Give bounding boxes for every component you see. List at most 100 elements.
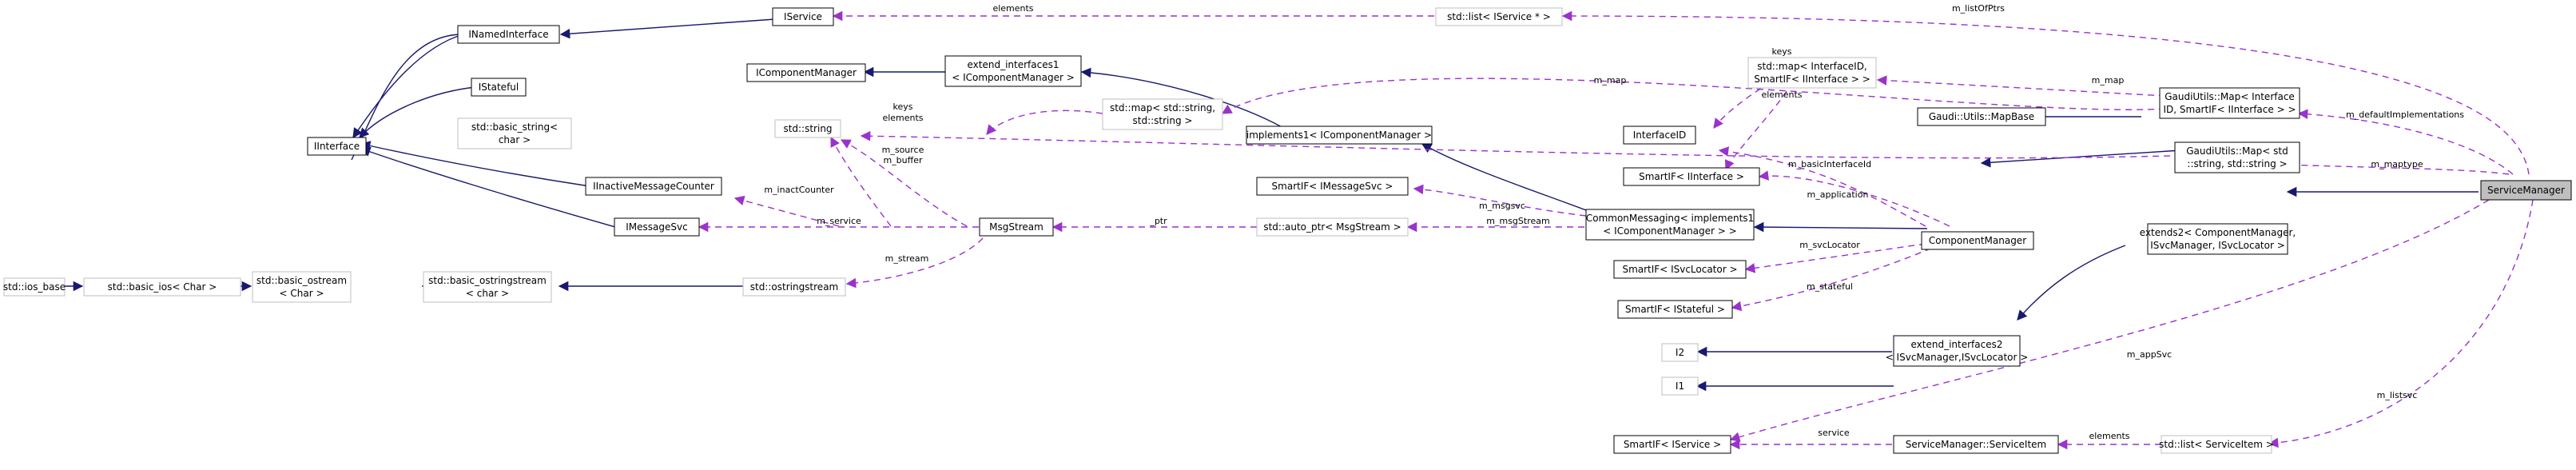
edge-usage [1758, 170, 1950, 227]
node-istateful[interactable]: IStateful [471, 78, 527, 97]
node-basic-ostringstream[interactable]: std::basic_ostringstream < char > [423, 271, 552, 303]
node-interface-id[interactable]: InterfaceID [1623, 125, 1696, 145]
node-iinterface[interactable]: IInterface [307, 137, 367, 156]
svg-text:SmartIF< IInterface >: SmartIF< IInterface > [1639, 171, 1744, 182]
svg-text:std::list< ServiceItem >: std::list< ServiceItem > [2159, 439, 2274, 450]
edge-label: m_listOfPtrs [1952, 3, 2005, 14]
edge-label: keys [893, 102, 913, 112]
node-extend-interfaces2[interactable]: extend_interfaces2 < ISvcManager,ISvcLoc… [1886, 335, 2029, 367]
edge-label: service [1818, 428, 1850, 438]
edge-usage [860, 130, 2238, 159]
svg-text:< char >: < char > [466, 288, 509, 299]
edge-usage [1413, 184, 1587, 217]
edge-label: keys [1772, 46, 1792, 57]
edge-usage [1729, 199, 2490, 442]
svg-text:I1: I1 [1676, 380, 1684, 392]
node-smartif-imessagesvc[interactable]: SmartIF< IMessageSvc > [1256, 177, 1409, 196]
svg-text:std::string >: std::string > [1133, 115, 1193, 126]
svg-text:std::ostringstream: std::ostringstream [750, 281, 839, 293]
node-component-manager[interactable]: ComponentManager [1921, 231, 2034, 250]
node-iinactive-message-counter[interactable]: IInactiveMessageCounter [585, 177, 722, 196]
node-imessage-svc[interactable]: IMessageSvc [614, 217, 700, 237]
node-basic-ios[interactable]: std::basic_ios< Char > [83, 277, 241, 297]
node-gaudiutils-map-string[interactable]: GaudiUtils::Map< std ::string, std::stri… [2174, 141, 2300, 173]
node-iservice[interactable]: IService [772, 7, 834, 26]
svg-text:SmartIF< IStateful >: SmartIF< IStateful > [1625, 304, 1725, 315]
svg-text:std::list< IService * >: std::list< IService * > [1447, 11, 1551, 22]
nodes: ServiceManager std::ios_base std::basic_… [3, 7, 2572, 454]
node-icomponent-manager[interactable]: IComponentManager [746, 63, 866, 82]
svg-text:std::ios_base: std::ios_base [3, 281, 66, 293]
edge-label: m_basicInterfaceId [1788, 159, 1871, 169]
edge-label: m_msgsvc [1479, 201, 1525, 211]
node-list-service-item[interactable]: std::list< ServiceItem > [2159, 435, 2274, 454]
node-basic-string[interactable]: std::basic_string< char > [457, 118, 572, 149]
node-map-base[interactable]: Gaudi::Utils::MapBase [1917, 107, 2046, 126]
edge-label: m_listsvc [2377, 390, 2418, 400]
node-map-interface[interactable]: std::map< InterfaceID, SmartIF< IInterfa… [1747, 57, 1877, 89]
edge-label: m_msgStream [1486, 216, 1549, 226]
node-std-string[interactable]: std::string [774, 119, 841, 138]
node-basic-ostream[interactable]: std::basic_ostream < Char > [252, 271, 352, 303]
edge-label: elements [992, 3, 1033, 14]
svg-text:ID, SmartIF< IInterface > >: ID, SmartIF< IInterface > > [2163, 104, 2296, 115]
edge-inherit [2017, 245, 2126, 321]
svg-text:ServiceManager::ServiceItem: ServiceManager::ServiceItem [1906, 439, 2047, 450]
edge-inherit [351, 34, 463, 161]
edge-inherit [1753, 221, 1928, 233]
edge-labels: elements m_listOfPtrs keys m_map m_map e… [764, 3, 2464, 441]
node-smartif-iinterface[interactable]: SmartIF< IInterface > [1623, 167, 1760, 186]
svg-text:std::basic_ostringstream: std::basic_ostringstream [428, 275, 547, 286]
edge-usage [2297, 109, 2514, 175]
svg-text:SmartIF< IService >: SmartIF< IService > [1624, 439, 1721, 450]
node-msg-stream[interactable]: MsgStream [979, 217, 1054, 237]
svg-text:IMessageSvc: IMessageSvc [626, 221, 687, 233]
svg-text:std::auto_ptr< MsgStream >: std::auto_ptr< MsgStream > [1263, 221, 1401, 233]
edge-label: m_stream [885, 253, 929, 264]
node-i1[interactable]: I1 [1661, 376, 1699, 396]
node-map-string[interactable]: std::map< std::string, std::string > [1102, 98, 1223, 130]
svg-text:GaudiUtils::Map< Interface: GaudiUtils::Map< Interface [2165, 91, 2295, 102]
node-implements1[interactable]: implements1< IComponentManager > [1246, 125, 1433, 145]
svg-text:GaudiUtils::Map< std: GaudiUtils::Map< std [2186, 145, 2288, 157]
node-smartif-istateful[interactable]: SmartIF< IStateful > [1617, 300, 1733, 319]
svg-text:SmartIF< IMessageSvc >: SmartIF< IMessageSvc > [1272, 181, 1393, 192]
node-smartif-iservice[interactable]: SmartIF< IService > [1613, 435, 1731, 454]
node-ostringstream[interactable]: std::ostringstream [742, 277, 846, 297]
svg-text:Gaudi::Utils::MapBase: Gaudi::Utils::MapBase [1929, 111, 2034, 122]
svg-text:< IComponentManager >: < IComponentManager > [952, 72, 1075, 83]
edge-label: elements [1761, 90, 1802, 100]
edge-label: m_stateful [1807, 281, 1853, 292]
edge-usage [1561, 10, 2530, 175]
edge-label: m_service [817, 216, 861, 226]
node-extends2[interactable]: extends2< ComponentManager, ISvcManager,… [2140, 223, 2296, 255]
node-service-item[interactable]: ServiceManager::ServiceItem [1893, 435, 2059, 454]
node-gaudiutils-map-interface[interactable]: GaudiUtils::Map< Interface ID, SmartIF< … [2159, 87, 2300, 119]
node-inamed-interface[interactable]: INamedInterface [457, 25, 560, 44]
edge-usage [1744, 243, 1926, 273]
svg-text:extend_interfaces1: extend_interfaces1 [968, 59, 1059, 70]
node-common-messaging[interactable]: CommonMessaging< implements1 < IComponen… [1585, 209, 1755, 241]
node-smartif-isvclocator[interactable]: SmartIF< ISvcLocator > [1613, 260, 1747, 279]
svg-text:MsgStream: MsgStream [989, 221, 1044, 233]
node-service-manager[interactable]: ServiceManager [2480, 180, 2572, 201]
node-i2[interactable]: I2 [1661, 343, 1699, 362]
edge-usage [986, 110, 1103, 135]
svg-text:std::basic_ostream: std::basic_ostream [256, 275, 347, 286]
edge-usage [733, 195, 840, 227]
edge-label: elements [882, 113, 923, 123]
edge-label: m_svcLocator [1799, 240, 1860, 250]
svg-text:SmartIF< ISvcLocator >: SmartIF< ISvcLocator > [1622, 264, 1737, 275]
node-auto-ptr[interactable]: std::auto_ptr< MsgStream > [1256, 217, 1409, 237]
svg-text:std::map< std::string,: std::map< std::string, [1110, 102, 1215, 114]
edge-usage [830, 136, 892, 227]
svg-text:std::basic_string<: std::basic_string< [471, 121, 558, 133]
edge-usage [1876, 75, 2166, 97]
node-list-iservice[interactable]: std::list< IService * > [1435, 7, 1563, 26]
node-std-ios-base[interactable]: std::ios_base [3, 277, 66, 297]
svg-text:ServiceManager: ServiceManager [2487, 185, 2565, 196]
svg-text:ComponentManager: ComponentManager [1929, 235, 2026, 246]
edge-label: elements [2089, 431, 2129, 441]
node-extend-interfaces1[interactable]: extend_interfaces1 < IComponentManager > [944, 55, 1082, 87]
